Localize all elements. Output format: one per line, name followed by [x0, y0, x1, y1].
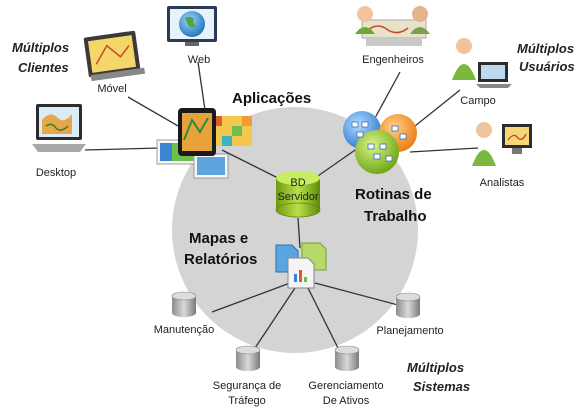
- field-user-icon: [452, 38, 512, 88]
- database-server-icon: [275, 171, 321, 218]
- web-monitor-icon: [167, 6, 217, 46]
- planning-label: Planejamento: [376, 325, 443, 337]
- multi-systems-line1: Múltiplos: [407, 360, 464, 375]
- mobile-label: Móvel: [97, 83, 126, 95]
- analysts-label: Analistas: [480, 177, 525, 189]
- field-label: Campo: [460, 95, 495, 107]
- asset-management-db-icon: [334, 345, 360, 371]
- mobile-device-icon: [83, 30, 146, 82]
- traffic-label-line1: Segurança de: [213, 380, 282, 392]
- multi-users-line1: Múltiplos: [517, 41, 574, 56]
- assets-label-line2: De Ativos: [323, 395, 370, 407]
- desktop-monitor-icon: [32, 104, 86, 152]
- workflows-title-line1: Rotinas de: [355, 186, 432, 203]
- system-circle: [172, 107, 418, 353]
- maintenance-db-icon: [171, 291, 197, 317]
- multi-clients-line1: Múltiplos: [12, 40, 69, 55]
- connection-lines: [84, 61, 479, 349]
- multi-systems-line2: Sistemas: [413, 379, 470, 394]
- maps-title-line2: Relatórios: [184, 251, 257, 268]
- assets-label-line1: Gerenciamento: [308, 380, 383, 392]
- engineers-icon: [355, 6, 430, 46]
- analysts-icon: [472, 122, 532, 166]
- db-label-line1: BD: [290, 177, 305, 189]
- planning-db-icon: [395, 292, 421, 318]
- maintenance-label: Manutenção: [154, 324, 215, 336]
- apps-title: Aplicações: [232, 90, 311, 107]
- workflow-icon: [343, 111, 417, 174]
- reports-documents-icon: [275, 242, 327, 289]
- web-label: Web: [188, 54, 210, 66]
- multi-users-line2: Usuários: [519, 59, 575, 74]
- multi-clients-line2: Clientes: [18, 60, 69, 75]
- traffic-label-line2: Tráfego: [228, 395, 266, 407]
- workflows-title-line2: Trabalho: [364, 208, 427, 225]
- traffic-safety-db-icon: [235, 345, 261, 371]
- maps-title-line1: Mapas e: [189, 230, 248, 247]
- applications-cluster-icon: [156, 108, 252, 179]
- desktop-label: Desktop: [36, 167, 76, 179]
- engineers-label: Engenheiros: [362, 54, 424, 66]
- db-label-line2: Servidor: [278, 191, 319, 203]
